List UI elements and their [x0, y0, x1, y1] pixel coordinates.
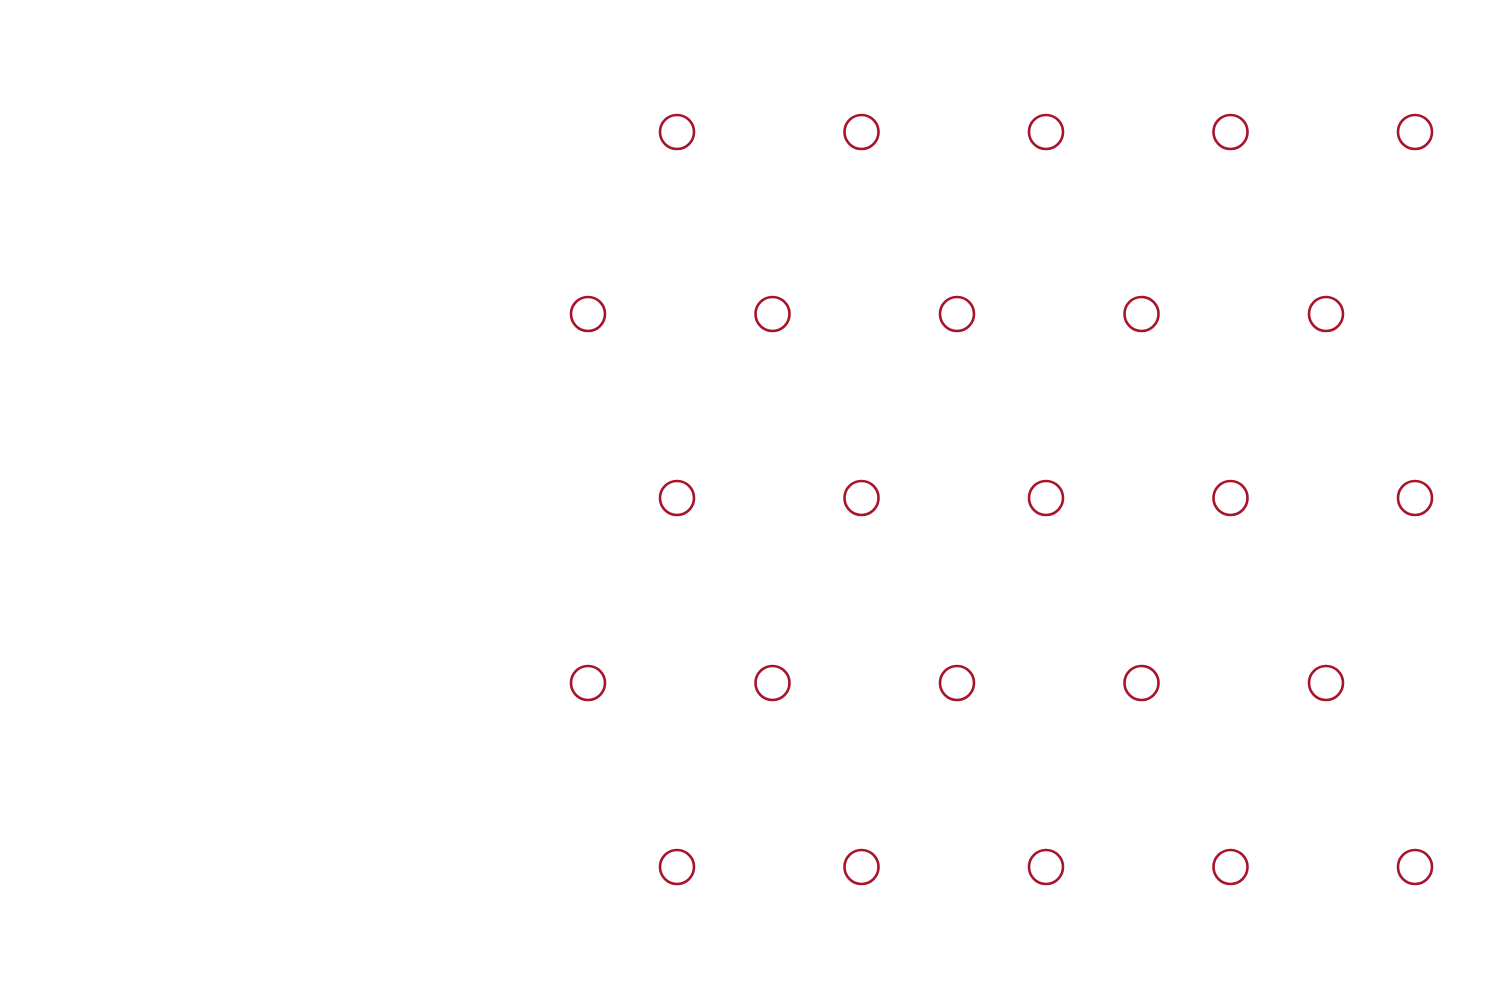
- circle-dot: [843, 113, 880, 151]
- circle-dot: [1027, 848, 1065, 886]
- circle-dot: [1396, 848, 1434, 886]
- circle-dot: [1307, 295, 1345, 333]
- circle-dot: [1123, 664, 1160, 702]
- circle-dot: [1027, 479, 1065, 517]
- circle-dot: [1123, 295, 1160, 333]
- circle-dot: [843, 848, 880, 886]
- circle-dot: [1396, 479, 1434, 517]
- circle-dot: [1396, 113, 1434, 151]
- circle-dot: [569, 295, 607, 333]
- circle-dot: [1212, 479, 1249, 517]
- circle-dot: [754, 295, 791, 333]
- circle-dot: [1212, 848, 1249, 886]
- circle-dot: [938, 295, 976, 333]
- circle-dot: [569, 664, 607, 702]
- circle-dot: [1212, 113, 1249, 151]
- circle-dot: [1307, 664, 1345, 702]
- circle-dot: [843, 479, 880, 517]
- circle-dot: [938, 664, 976, 702]
- circle-dot: [658, 113, 696, 151]
- circle-dot: [658, 848, 696, 886]
- circle-dot: [658, 479, 696, 517]
- circle-dot: [1027, 113, 1065, 151]
- circle-dot: [754, 664, 791, 702]
